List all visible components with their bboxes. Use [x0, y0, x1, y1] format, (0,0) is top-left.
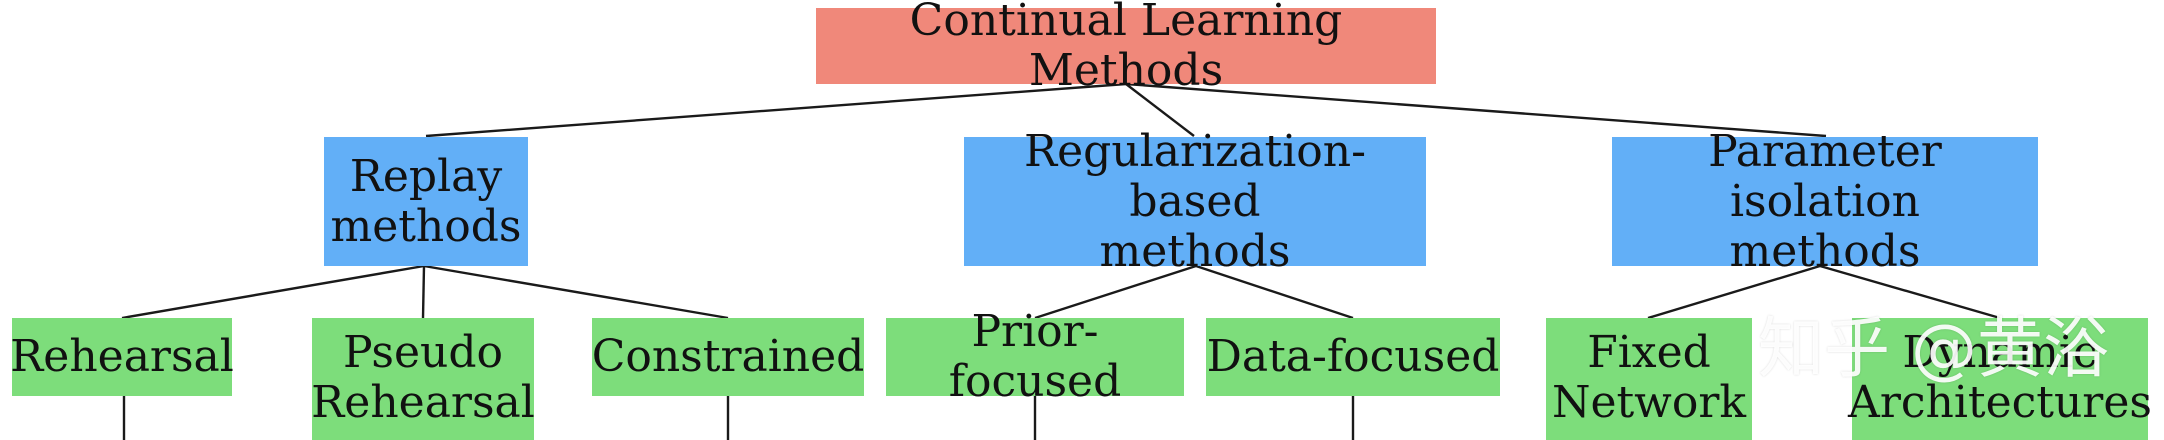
category-label-line: Regularization-based — [1024, 125, 1366, 227]
category-replay-methods: Replay methods — [324, 137, 528, 266]
edge-replay-constrained — [423, 264, 729, 320]
category-label-line: Replay — [349, 150, 503, 202]
leaf-label-line: Constrained — [591, 331, 865, 382]
leaf-dynamic-architectures: Dynamic Architectures — [1848, 318, 2152, 440]
edge-replay-pseudo-rehearsal — [421, 265, 426, 319]
category-label-line: methods — [1729, 225, 1921, 277]
leaf-label-line: Architectures — [1848, 377, 2152, 428]
leaf-label-line: Rehearsal — [311, 377, 535, 428]
category-label-line: methods — [330, 200, 522, 252]
leaf-constrained: Constrained — [592, 318, 864, 396]
leaf-fixed-network: Fixed Network — [1546, 318, 1752, 440]
leaf-label-line: Network — [1551, 377, 1747, 428]
category-regularization-based-methods: Regularization-based methods — [964, 126, 1426, 276]
leaf-label-line: Prior-focused — [948, 306, 1122, 407]
root-node: Continual Learning Methods — [816, 0, 1436, 96]
edge-root-replay — [425, 82, 1127, 138]
leaf-label-line: Dynamic — [1902, 327, 2098, 378]
leaf-label-line: Fixed — [1587, 327, 1711, 378]
edge-root-parameter-isolation — [1125, 82, 1827, 138]
leaf-data-focused: Data-focused — [1206, 318, 1500, 396]
root-label: Continual Learning Methods — [909, 0, 1343, 96]
edge-regularization-prior-focused — [1034, 264, 1197, 320]
edge-root-regularization — [1125, 83, 1195, 137]
category-parameter-isolation-methods: Parameter isolation methods — [1612, 126, 2038, 276]
leaf-rehearsal: Rehearsal — [10, 318, 234, 396]
leaf-pseudo-rehearsal: Pseudo Rehearsal — [311, 318, 535, 440]
category-label-line: Parameter isolation — [1708, 125, 1942, 227]
edge-regularization-data-focused — [1195, 264, 1354, 320]
edge-replay-rehearsal — [121, 264, 425, 320]
edge-parameter-isolation-dynamic-architectures — [1819, 264, 2001, 320]
leaf-label-line: Data-focused — [1206, 331, 1500, 382]
edge-parameter-isolation-fixed-network — [1647, 264, 1821, 320]
leaf-label-line: Pseudo — [342, 327, 504, 378]
leaf-prior-focused: Prior-focused — [886, 307, 1184, 407]
leaf-label-line: Rehearsal — [10, 331, 234, 382]
category-label-line: methods — [1099, 225, 1291, 277]
